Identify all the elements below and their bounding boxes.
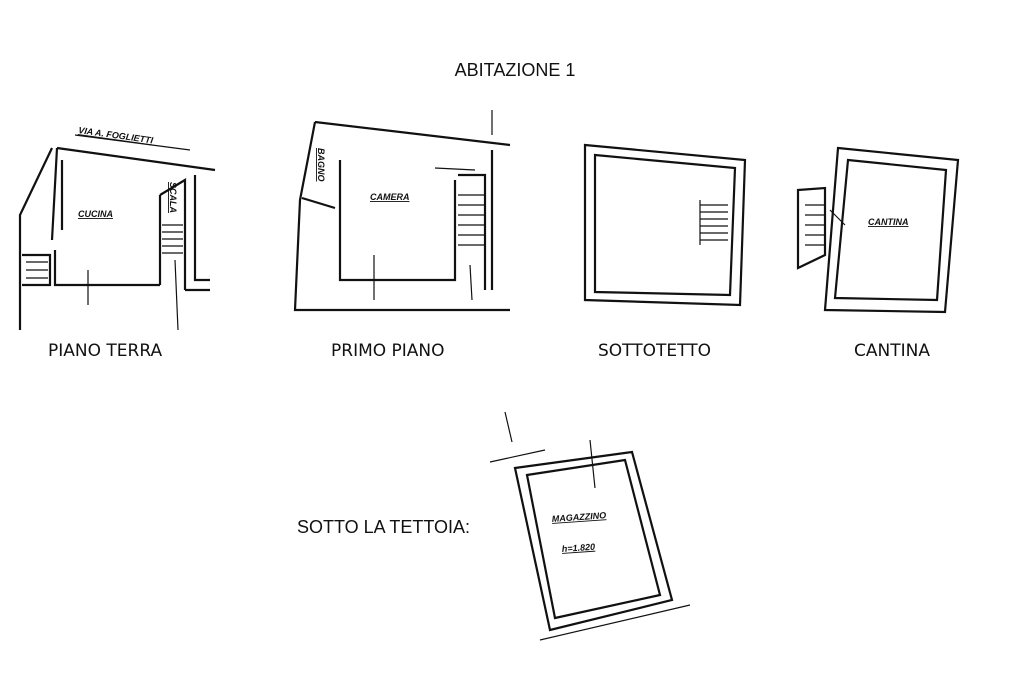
room-label-bagno: BAGNO bbox=[316, 148, 326, 182]
caption-sotto-la-tettoia: SOTTO LA TETTOIA: bbox=[297, 517, 471, 537]
caption-primo-piano: PRIMO PIANO bbox=[331, 341, 445, 361]
street-label: VIA A. FOGLIETTI bbox=[78, 125, 154, 145]
room-label-cucina: CUCINA bbox=[78, 209, 113, 219]
caption-sottotetto: SOTTOTETTO bbox=[598, 341, 711, 361]
caption-piano-terra: PIANO TERRA bbox=[48, 341, 163, 361]
plan-magazzino: MAGAZZINO h=1.820 bbox=[489, 411, 691, 641]
caption-cantina: CANTINA bbox=[854, 341, 930, 361]
plan-primo-piano: CAMERA BAGNO bbox=[293, 110, 511, 312]
plan-sottotetto bbox=[583, 143, 747, 307]
room-label-camera: CAMERA bbox=[370, 192, 410, 202]
plan-piano-terra: VIA A. FOGLIETTI CUCINA SCALA bbox=[18, 125, 216, 331]
room-label-scala: SCALA bbox=[168, 182, 178, 213]
room-label-magazzino: MAGAZZINO bbox=[551, 510, 606, 524]
room-label-cantina: CANTINA bbox=[868, 217, 909, 227]
page-title: ABITAZIONE 1 bbox=[454, 60, 576, 80]
room-height-label: h=1.820 bbox=[561, 542, 595, 554]
plan-cantina: CANTINA bbox=[796, 146, 960, 314]
